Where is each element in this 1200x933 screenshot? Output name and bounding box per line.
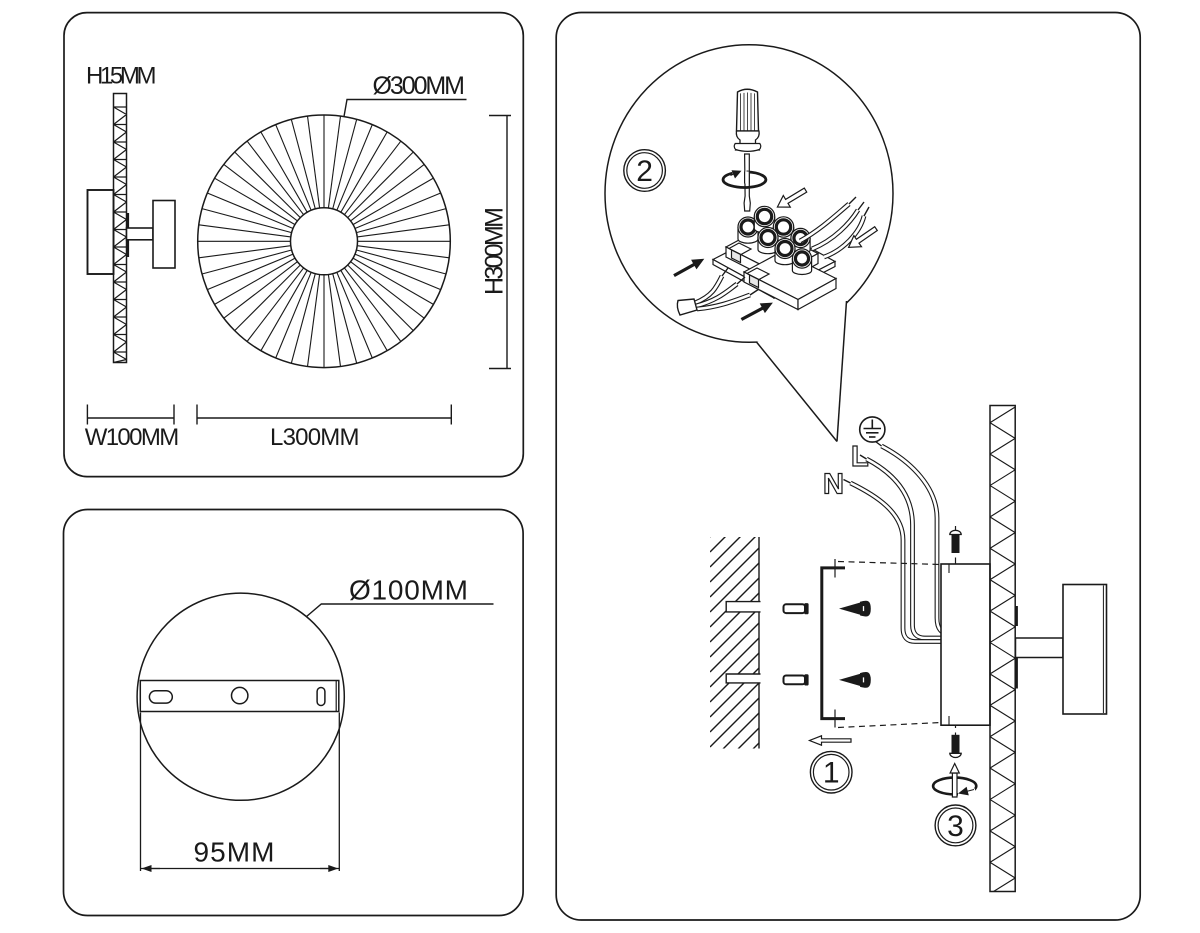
svg-text:2: 2 <box>636 155 653 188</box>
svg-text:H300MM: H300MM <box>481 207 509 295</box>
svg-text:L300MM: L300MM <box>270 424 360 451</box>
svg-text:H15MM: H15MM <box>86 63 157 90</box>
svg-text:Ø300MM: Ø300MM <box>373 72 466 100</box>
svg-text:95MM: 95MM <box>194 837 275 868</box>
svg-text:1: 1 <box>823 757 840 790</box>
svg-text:W100MM: W100MM <box>85 424 180 451</box>
svg-text:Ø100MM: Ø100MM <box>349 575 468 606</box>
svg-text:3: 3 <box>947 810 964 843</box>
svg-text:N: N <box>823 469 844 501</box>
svg-text:L: L <box>851 441 869 473</box>
